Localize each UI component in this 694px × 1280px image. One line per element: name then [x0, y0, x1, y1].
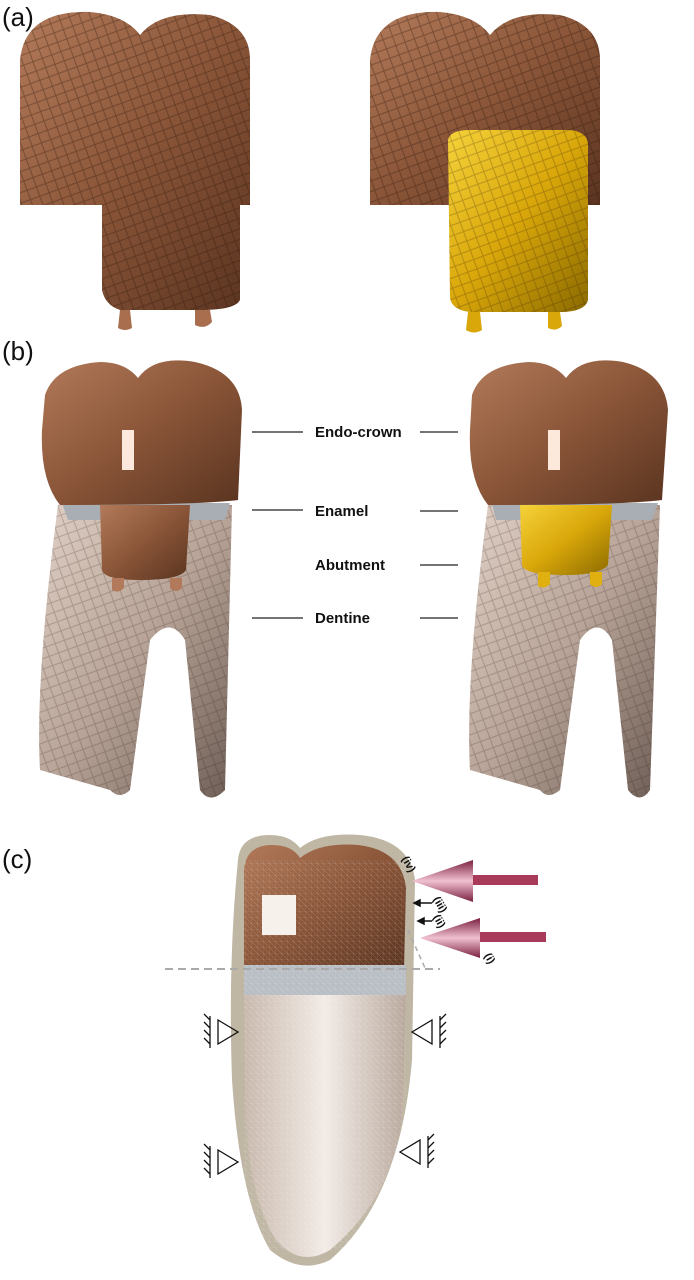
load-arrow-upper	[412, 860, 538, 902]
panel-c-tooth-model	[165, 834, 440, 1266]
fixed-support-symbols	[203, 1013, 447, 1178]
panel-a-left-crown-section	[20, 11, 250, 330]
panel-b-label: (b)	[2, 336, 34, 366]
panel-c-label: (c)	[2, 844, 32, 874]
load-label-i: (i)	[481, 951, 497, 966]
label-enamel: Enamel	[315, 503, 368, 520]
label-endo-crown: Endo-crown	[315, 424, 402, 441]
panel-a-label: (a)	[2, 2, 34, 32]
panel-b-right-tooth	[469, 360, 668, 798]
small-arrows	[412, 898, 432, 926]
panel-b-leader-lines	[252, 431, 458, 619]
label-dentine: Dentine	[315, 610, 370, 627]
label-abutment: Abutment	[315, 557, 385, 574]
load-arrow-lower	[420, 918, 546, 958]
panel-b-left-tooth	[39, 360, 243, 798]
load-label-ii: (ii)	[430, 913, 447, 931]
panel-a-right-crown-section	[370, 11, 600, 333]
